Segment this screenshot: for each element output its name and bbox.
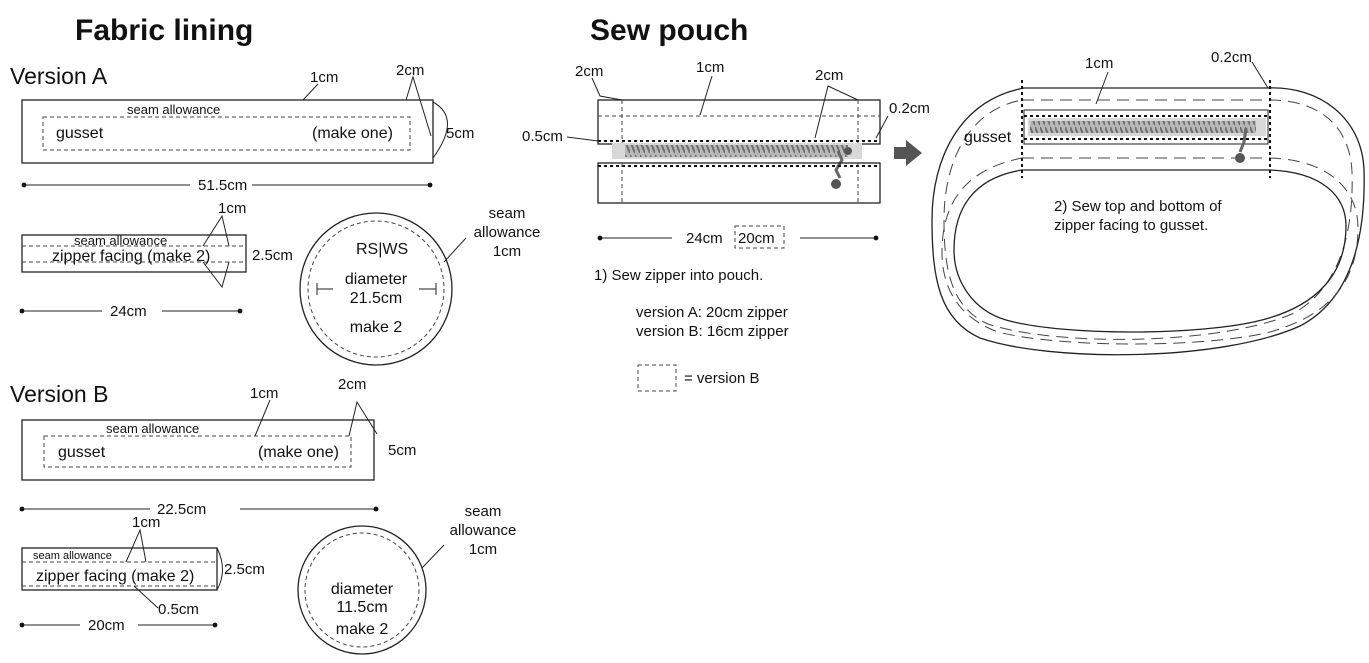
vb-gusset-name: gusset <box>58 444 106 461</box>
step1-width: 24cm <box>686 230 723 247</box>
va-gusset-name: gusset <box>56 125 104 142</box>
vb-zipper-length: 20cm <box>88 617 125 634</box>
vb-gusset-seam-label: seam allowance <box>106 421 199 436</box>
vb-circle-diameter-label: diameter <box>331 581 394 598</box>
va-circle-count: make 2 <box>350 319 403 336</box>
va-gusset-length-dimension <box>21 182 433 188</box>
step1-note-a: version A: 20cm zipper <box>636 304 788 321</box>
vb-gusset-length: 22.5cm <box>157 501 206 518</box>
va-gusset-seam-label: seam allowance <box>127 102 220 117</box>
vb-circle-count: make 2 <box>336 621 389 638</box>
step2-gusset-label: gusset <box>964 129 1012 146</box>
va-zipper-name: zipper facing (make 2) <box>52 248 210 265</box>
vb-circle-diameter-value: 11.5cm <box>336 599 387 616</box>
vb-zipper-inner: 0.5cm <box>158 601 199 618</box>
vb-circle-seam-3: 1cm <box>469 541 497 558</box>
version-b-label: Version B <box>10 381 108 407</box>
vb-circle-seam-2: allowance <box>450 522 517 539</box>
va-gusset-seam-width: 1cm <box>310 69 338 86</box>
version-a-circle-piece <box>299 212 467 366</box>
version-b-gusset-piece <box>21 399 378 481</box>
step1-legend: = version B <box>684 370 759 387</box>
step2-seam: 1cm <box>1085 55 1113 72</box>
vb-zipper-height: 2.5cm <box>224 561 265 578</box>
fabric-lining-title: Fabric lining <box>75 14 253 47</box>
step1-right-edge: 2cm <box>815 67 843 84</box>
version-b-zipper-facing-piece <box>21 528 223 609</box>
vb-gusset-seam-width: 1cm <box>250 385 278 402</box>
step1-left-edge: 2cm <box>575 63 603 80</box>
version-a-label: Version A <box>10 63 108 89</box>
va-gusset-length: 51.5cm <box>198 177 247 194</box>
step1-width-b: 20cm <box>738 230 775 247</box>
va-circle-diameter-label: diameter <box>345 271 408 288</box>
va-zipper-length: 24cm <box>110 303 147 320</box>
va-zipper-seam-width: 1cm <box>218 200 246 217</box>
pouch-zipper-assembly <box>566 75 889 204</box>
assembled-pouch-drawing <box>931 61 1365 356</box>
vb-zipper-seam-width: 1cm <box>132 514 160 531</box>
sew-pouch-title: Sew pouch <box>590 14 748 47</box>
va-zipper-length-dimension <box>19 308 243 314</box>
va-gusset-corner: 2cm <box>396 62 424 79</box>
vb-gusset-height: 5cm <box>388 442 416 459</box>
step1-stitch: 0.2cm <box>889 100 930 117</box>
vb-gusset-count: (make one) <box>258 444 339 461</box>
va-gusset-height: 5cm <box>446 125 474 142</box>
right-arrow-icon <box>894 140 922 166</box>
step1-instruction: 1) Sew zipper into pouch. <box>594 267 763 284</box>
va-zipper-seam-label: seam allowance <box>74 233 167 248</box>
version-b-legend-swatch <box>637 364 677 392</box>
step1-note-b: version B: 16cm zipper <box>636 323 789 340</box>
va-gusset-count: (make one) <box>312 125 393 142</box>
va-circle-seam-3: 1cm <box>493 243 521 260</box>
va-circle-seam-1: seam <box>489 205 526 222</box>
vb-zipper-name: zipper facing (make 2) <box>36 568 194 585</box>
step1-zip-offset: 0.5cm <box>522 128 563 145</box>
va-zipper-height: 2.5cm <box>252 247 293 264</box>
va-circle-diameter-value: 21.5cm <box>350 290 402 307</box>
vb-gusset-corner: 2cm <box>338 376 366 393</box>
step1-width-dimension <box>597 225 879 249</box>
step1-seam: 1cm <box>696 59 724 76</box>
version-a-zipper-facing-piece <box>21 214 247 289</box>
step2-instruction-2: zipper facing to gusset. <box>1054 217 1208 234</box>
version-a-gusset-piece <box>21 75 448 164</box>
step2-stitch: 0.2cm <box>1211 49 1252 66</box>
step2-instruction-1: 2) Sew top and bottom of <box>1054 198 1222 215</box>
vb-gusset-length-dimension <box>19 506 379 512</box>
vb-zipper-seam-label: seam allowance <box>33 550 112 562</box>
vb-zipper-length-dimension <box>19 622 218 628</box>
va-circle-side: RS|WS <box>356 241 408 258</box>
va-circle-seam-2: allowance <box>474 224 541 241</box>
version-b-circle-piece <box>297 525 445 655</box>
vb-circle-seam-1: seam <box>465 503 502 520</box>
